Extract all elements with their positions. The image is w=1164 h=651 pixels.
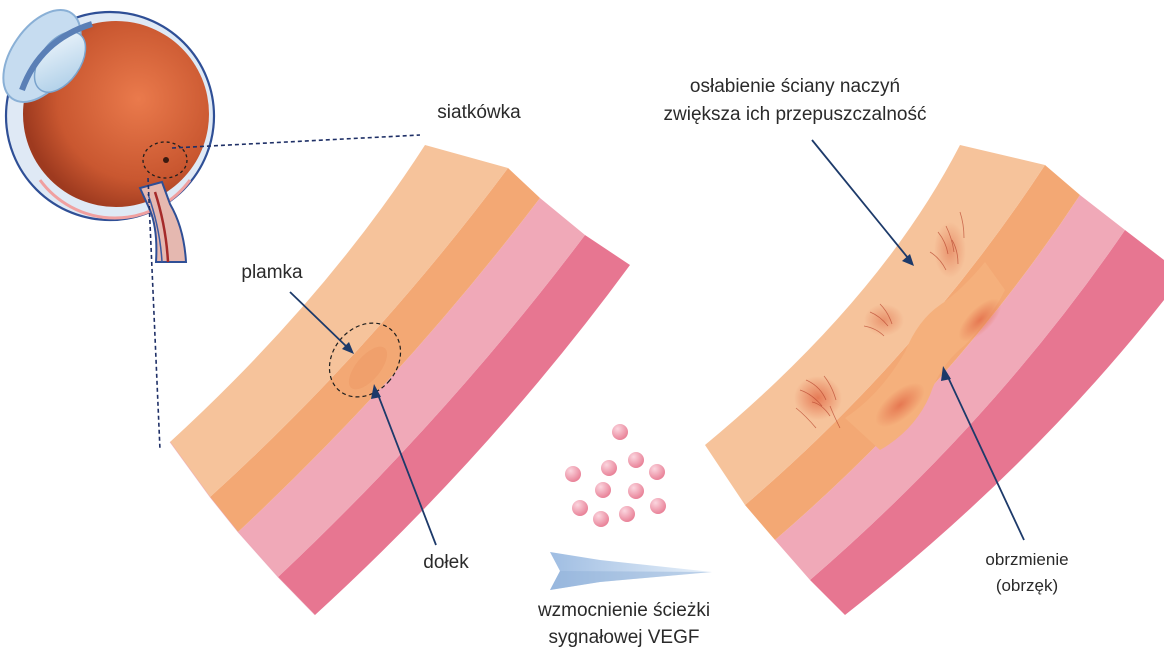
label-retina: siatkówka — [437, 102, 521, 123]
retina-section-healthy — [170, 145, 630, 615]
label-vegf-line1: wzmocnienie ścieżki — [537, 600, 710, 621]
vegf-particle — [595, 482, 611, 498]
vegf-particle — [649, 464, 665, 480]
vegf-particle — [565, 466, 581, 482]
label-swelling-line1: obrzmienie — [985, 550, 1068, 569]
label-fovea: dołek — [423, 552, 469, 573]
vegf-particle — [601, 460, 617, 476]
label-swelling-line2: (obrzęk) — [996, 576, 1058, 595]
label-vessel-wall-line1: osłabienie ściany naczyń — [690, 76, 900, 97]
vegf-particle — [650, 498, 666, 514]
vegf-particle — [612, 424, 628, 440]
vessel-wall-pointer — [812, 140, 908, 258]
vegf-particle — [572, 500, 588, 516]
label-vegf-line2: sygnałowej VEGF — [548, 627, 699, 648]
process-arrow-shade — [550, 571, 712, 590]
vegf-particle — [628, 483, 644, 499]
label-vessel-wall-line2: zwiększa ich przepuszczalność — [664, 104, 927, 125]
eyeball-illustration — [0, 0, 214, 262]
label-macula: plamka — [241, 262, 303, 283]
leak-spot-3 — [934, 222, 966, 278]
leak-spot-1 — [794, 376, 842, 420]
vegf-particle — [593, 511, 609, 527]
vegf-particle — [619, 506, 635, 522]
retina-section-edema — [705, 145, 1164, 615]
vegf-particles — [565, 424, 666, 527]
vegf-particle — [628, 452, 644, 468]
macula-dot — [163, 157, 169, 163]
